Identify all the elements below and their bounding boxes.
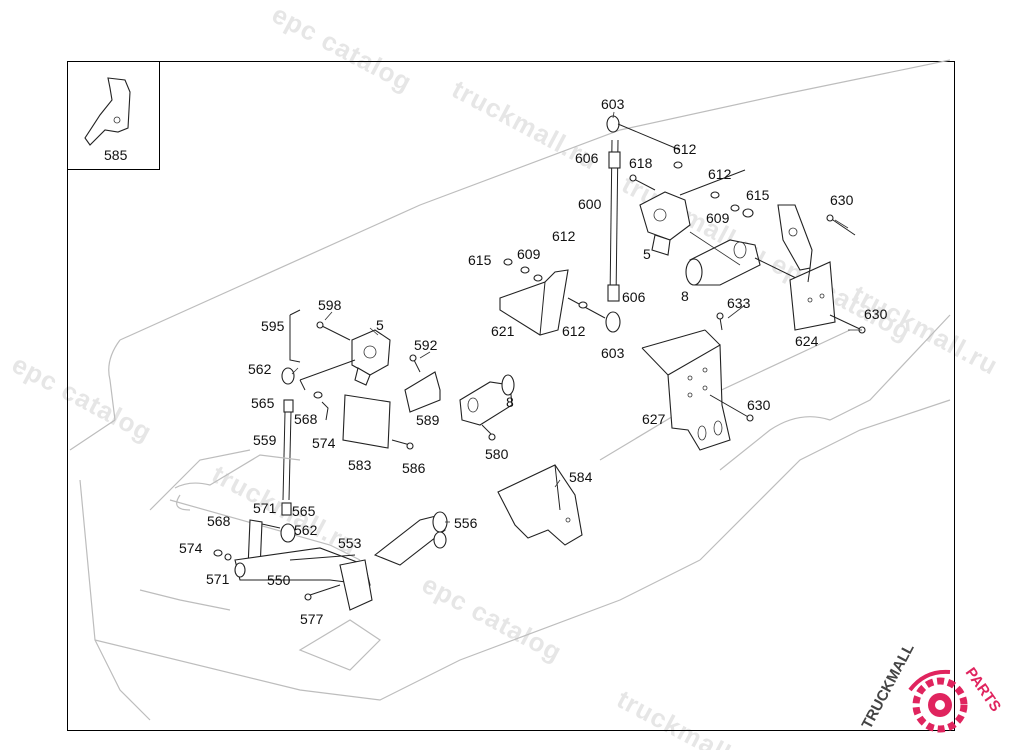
callout-618: 618 xyxy=(629,155,653,171)
chassis-outline xyxy=(69,59,951,721)
callout-5: 5 xyxy=(376,317,384,333)
callout-621: 621 xyxy=(491,323,515,339)
inset-part-585 xyxy=(84,77,131,146)
callout-612: 612 xyxy=(552,228,576,244)
callout-612: 612 xyxy=(562,323,586,339)
diagram-frame xyxy=(67,61,955,731)
callout-615: 615 xyxy=(468,252,492,268)
callout-598: 598 xyxy=(318,297,342,313)
callout-562: 562 xyxy=(248,361,272,377)
callout-553: 553 xyxy=(338,535,362,551)
callout-609: 609 xyxy=(517,246,541,262)
callout-624: 624 xyxy=(795,333,819,349)
callout-571: 571 xyxy=(253,500,277,516)
callout-5: 5 xyxy=(643,246,651,262)
cover-584 xyxy=(497,464,583,546)
callout-584: 584 xyxy=(569,469,593,485)
callout-574: 574 xyxy=(179,540,203,556)
callout-8: 8 xyxy=(506,394,514,410)
bracket-589-assembly xyxy=(404,354,515,441)
callout-568: 568 xyxy=(207,513,231,529)
callout-612: 612 xyxy=(673,141,697,157)
callout-615: 615 xyxy=(746,187,770,203)
callout-labels: 585 603 606 618 612 612 600 615 609 630 … xyxy=(104,96,888,627)
callout-592: 592 xyxy=(414,337,438,353)
logo-text-truckmall: TRUCKMALL xyxy=(859,641,918,732)
plate-627 xyxy=(641,312,754,451)
callout-630: 630 xyxy=(864,306,888,322)
callout-627: 627 xyxy=(642,411,666,427)
callout-559: 559 xyxy=(253,432,277,448)
logo-text-parts: PARTS xyxy=(962,665,1004,715)
callout-556: 556 xyxy=(454,515,478,531)
callout-565: 565 xyxy=(292,503,316,519)
callout-606: 606 xyxy=(622,289,646,305)
leader-lines xyxy=(291,111,862,523)
upper-valve-assembly xyxy=(605,115,801,333)
callout-574: 574 xyxy=(312,435,336,451)
inset-box xyxy=(67,61,160,170)
callout-630: 630 xyxy=(830,192,854,208)
callout-586: 586 xyxy=(402,460,426,476)
callout-583: 583 xyxy=(348,457,372,473)
inset-label: 585 xyxy=(104,147,128,163)
callout-589: 589 xyxy=(416,412,440,428)
callout-595: 595 xyxy=(261,318,285,334)
callout-600: 600 xyxy=(578,196,602,212)
plate-583 xyxy=(342,394,414,450)
callout-577: 577 xyxy=(300,611,324,627)
callout-612: 612 xyxy=(708,166,732,182)
callout-565: 565 xyxy=(251,395,275,411)
left-valve-assembly xyxy=(280,309,391,543)
callout-609: 609 xyxy=(706,210,730,226)
callout-603: 603 xyxy=(601,345,625,361)
lower-linkage-assembly xyxy=(174,454,448,611)
callout-580: 580 xyxy=(485,446,509,462)
callout-571: 571 xyxy=(206,571,230,587)
callout-633: 633 xyxy=(727,295,751,311)
callout-630: 630 xyxy=(747,397,771,413)
bracket-624 xyxy=(777,204,866,334)
callout-606: 606 xyxy=(575,150,599,166)
logo-gear-icon xyxy=(908,669,968,733)
callout-562: 562 xyxy=(294,522,318,538)
callout-568: 568 xyxy=(294,411,318,427)
callout-8: 8 xyxy=(681,288,689,304)
bracket-621 xyxy=(499,258,606,336)
callout-603: 603 xyxy=(601,96,625,112)
callout-550: 550 xyxy=(267,572,291,588)
